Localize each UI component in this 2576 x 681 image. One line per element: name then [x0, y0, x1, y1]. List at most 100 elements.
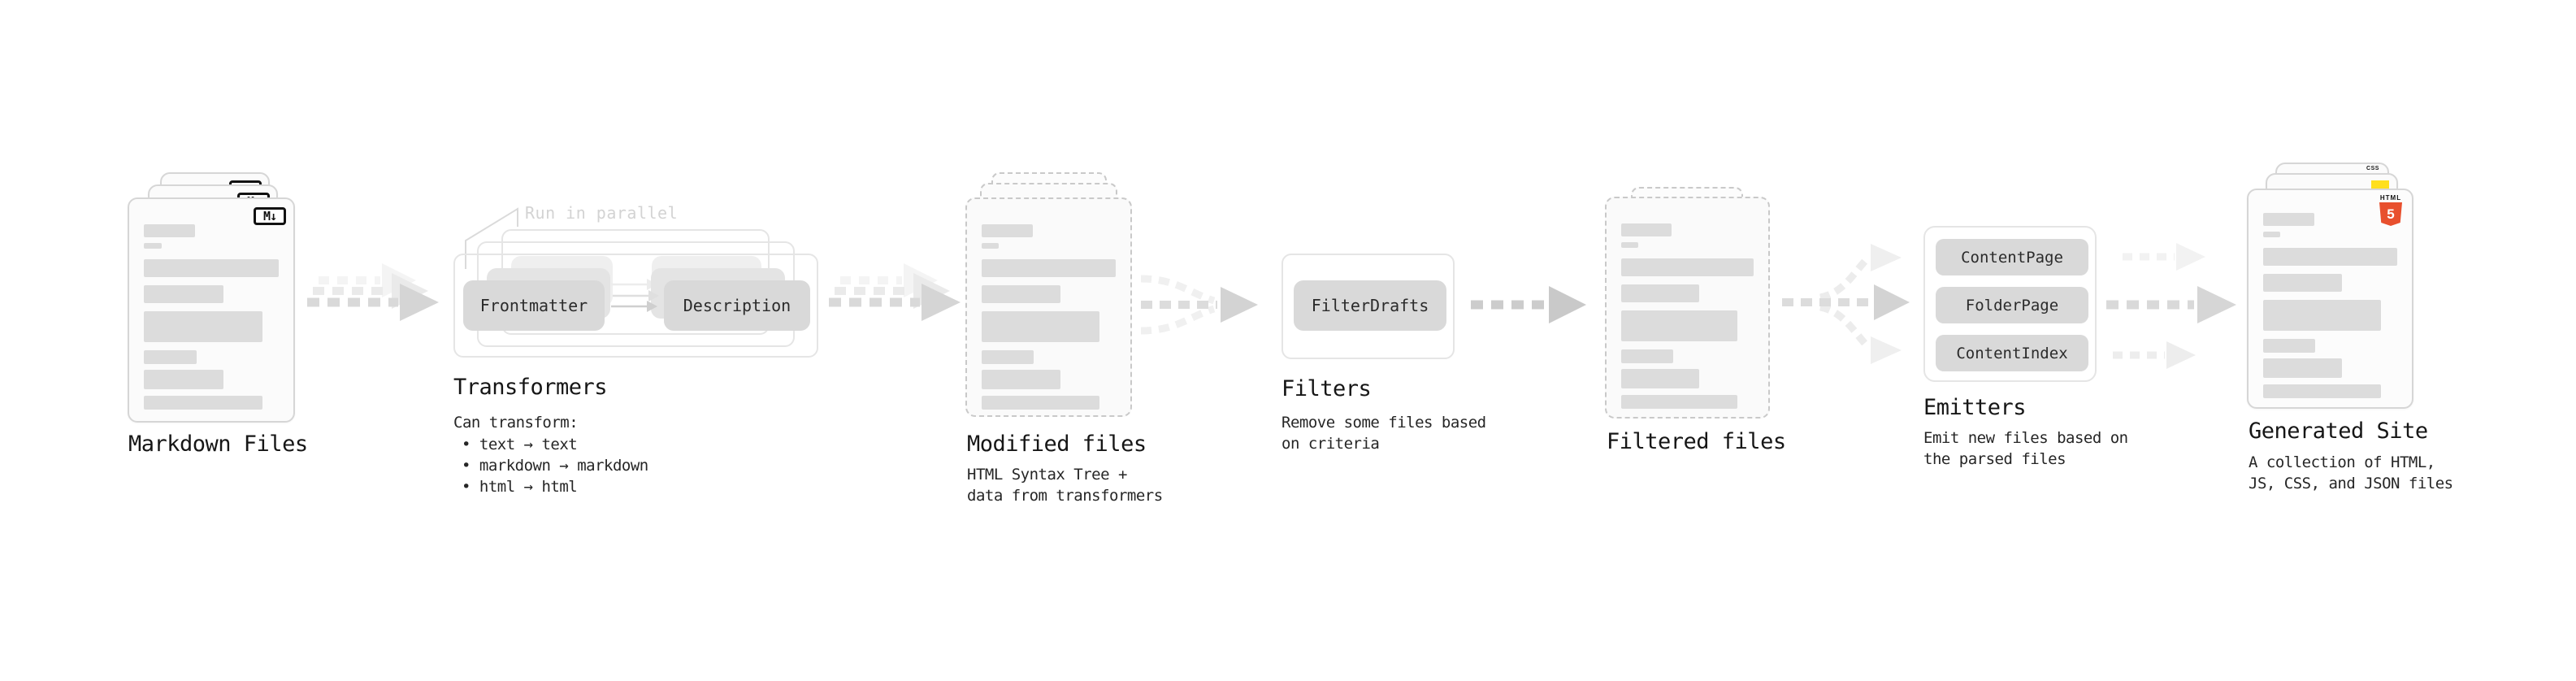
- skeleton-bar: [982, 396, 1100, 410]
- transformer-layer-front: Frontmatter Description: [453, 254, 818, 358]
- skeleton-bar: [1621, 242, 1639, 248]
- document-skeleton: [982, 224, 1116, 410]
- arrow-markdown-to-transformers: [307, 263, 439, 321]
- modified-files-label: Modified files: [967, 432, 1147, 457]
- modified-page-front: [965, 197, 1132, 417]
- transformers-bullet: • text → text: [462, 436, 578, 453]
- generated-site-desc: JS, CSS, and JSON files: [2249, 475, 2453, 492]
- html5-icon: HTML 5: [2379, 194, 2403, 226]
- skeleton-bar: [144, 311, 263, 342]
- emitters-label: Emitters: [1923, 395, 2027, 420]
- skeleton-bar: [144, 350, 197, 364]
- css-icon: CSS: [2366, 166, 2380, 176]
- markdown-page-middle: M↓: [148, 184, 278, 404]
- arrow-emitters-to-generated: [2106, 243, 2236, 369]
- generated-page-html: HTML 5: [2247, 189, 2413, 409]
- generated-page-css: CSS: [2275, 163, 2389, 382]
- transformers-desc-heading: Can transform:: [453, 414, 579, 432]
- markdown-icon: M↓: [229, 180, 262, 198]
- arrow-filters-to-filtered: [1471, 286, 1586, 323]
- filtered-page-back: [1631, 187, 1743, 228]
- markdown-page-back: M↓: [160, 172, 270, 392]
- skeleton-bar: [1621, 395, 1738, 409]
- skeleton-bar: [1621, 349, 1673, 363]
- filtered-files-label: Filtered files: [1607, 429, 1786, 454]
- pill-arrow-icon: [611, 301, 657, 312]
- modified-files-desc: HTML Syntax Tree +: [967, 466, 1127, 484]
- transformer-pill-ghost: [487, 268, 610, 319]
- run-in-parallel-leader-line: [465, 207, 518, 269]
- arrow-filtered-to-emitters: [1782, 244, 1910, 364]
- transformer-layer-back: [501, 229, 770, 335]
- markdown-icon: M↓: [254, 207, 286, 225]
- skeleton-bar: [2263, 300, 2382, 331]
- modified-page-middle: [980, 183, 1117, 232]
- modified-files-desc: data from transformers: [967, 487, 1163, 505]
- javascript-icon: [2371, 180, 2389, 197]
- markdown-page-front: M↓: [128, 197, 295, 423]
- emitters-desc: Emit new files based on: [1923, 429, 2128, 447]
- skeleton-bar: [1621, 369, 1700, 388]
- generated-page-js: [2266, 173, 2398, 393]
- skeleton-bar: [1621, 223, 1672, 236]
- document-skeleton: [1621, 223, 1754, 409]
- modified-page-back: [991, 172, 1107, 221]
- skeleton-bar: [1621, 310, 1738, 341]
- document-skeleton: [144, 224, 279, 410]
- arrow-modified-to-filters: [1140, 275, 1258, 335]
- pill-arrow-icon: [613, 290, 659, 301]
- skeleton-bar: [144, 224, 196, 237]
- skeleton-bar: [144, 259, 279, 277]
- transformers-label: Transformers: [453, 375, 608, 400]
- skeleton-bar: [982, 259, 1116, 277]
- skeleton-bar: [1621, 284, 1700, 302]
- filters-desc: on criteria: [1281, 435, 1380, 453]
- filtered-page-front: [1605, 197, 1770, 419]
- skeleton-bar: [2263, 339, 2316, 353]
- skeleton-bar: [2263, 213, 2314, 226]
- filter-pill-filterdrafts: FilterDrafts: [1294, 280, 1446, 331]
- transformers-bullet: • html → html: [462, 478, 578, 496]
- skeleton-bar: [2263, 358, 2343, 378]
- emitter-pill-folderpage: FolderPage: [1936, 287, 2088, 323]
- skeleton-bar: [982, 243, 1000, 249]
- emitter-pill-contentpage: ContentPage: [1936, 239, 2088, 275]
- skeleton-bar: [144, 285, 223, 303]
- emitters-desc: the parsed files: [1923, 450, 2066, 468]
- skeleton-bar: [1621, 258, 1754, 276]
- emitter-pill-contentindex: ContentIndex: [1936, 335, 2088, 371]
- skeleton-bar: [982, 285, 1061, 303]
- generated-site-label: Generated Site: [2249, 419, 2428, 444]
- skeleton-bar: [2263, 274, 2343, 292]
- skeleton-bar: [982, 370, 1061, 389]
- skeleton-bar: [982, 224, 1033, 237]
- transformer-pill-ghost: [651, 268, 785, 319]
- skeleton-bar: [982, 311, 1100, 342]
- transformer-pill-description: Description: [664, 280, 810, 331]
- skeleton-bar: [2263, 232, 2281, 237]
- skeleton-bar: [144, 243, 162, 249]
- transformer-layer-middle: [477, 241, 795, 347]
- emitters-box: ContentPage FolderPage ContentIndex: [1923, 226, 2097, 382]
- arrow-transformers-to-modified: [829, 263, 961, 321]
- markdown-files-label: Markdown Files: [128, 432, 308, 457]
- transformer-pill-ghost: [511, 256, 613, 306]
- transformer-pill-frontmatter: Frontmatter: [463, 280, 605, 331]
- run-in-parallel-annotation: Run in parallel: [525, 203, 679, 223]
- skeleton-bar: [2263, 248, 2397, 266]
- pill-arrow-icon: [611, 279, 657, 290]
- generated-site-desc: A collection of HTML,: [2249, 453, 2435, 471]
- transformer-pill-ghost: [652, 256, 761, 306]
- skeleton-bar: [144, 396, 263, 410]
- filters-label: Filters: [1281, 376, 1372, 401]
- transformers-bullet: • markdown → markdown: [462, 457, 648, 475]
